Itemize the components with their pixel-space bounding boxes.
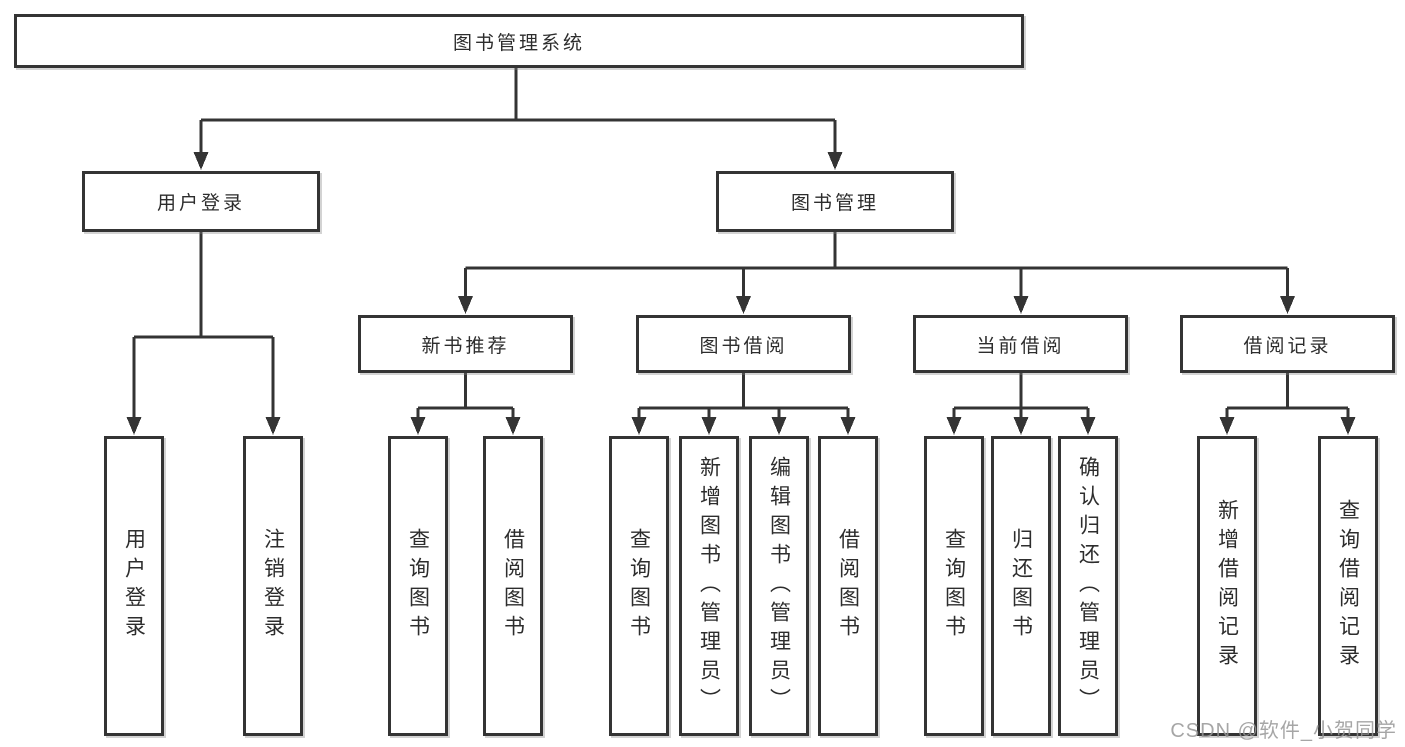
node-root-system: 图书管理系统 <box>14 14 1024 68</box>
node-borrow-record: 借阅记录 <box>1180 315 1395 373</box>
leaf-confirm-return-admin: 确认归还（管理员） <box>1058 436 1118 736</box>
node-book-management: 图书管理 <box>716 171 954 232</box>
leaf-borrow-book-recommend: 借阅图书 <box>483 436 543 736</box>
node-user-login: 用户登录 <box>82 171 320 232</box>
node-current-borrow: 当前借阅 <box>913 315 1128 373</box>
node-book-borrow: 图书借阅 <box>636 315 851 373</box>
leaf-edit-book-admin: 编辑图书（管理员） <box>749 436 809 736</box>
leaf-return-book: 归还图书 <box>991 436 1051 736</box>
leaf-query-borrow-record: 查询借阅记录 <box>1318 436 1378 736</box>
leaf-query-book-current: 查询图书 <box>924 436 984 736</box>
leaf-logout: 注销登录 <box>243 436 303 736</box>
leaf-query-book-recommend: 查询图书 <box>388 436 448 736</box>
leaf-add-borrow-record: 新增借阅记录 <box>1197 436 1257 736</box>
arrowheads <box>126 152 1356 435</box>
leaf-add-book-admin: 新增图书（管理员） <box>679 436 739 736</box>
leaf-user-login: 用户登录 <box>104 436 164 736</box>
leaf-borrow-book: 借阅图书 <box>818 436 878 736</box>
leaf-query-book-borrow: 查询图书 <box>609 436 669 736</box>
node-new-book-recommend: 新书推荐 <box>358 315 573 373</box>
